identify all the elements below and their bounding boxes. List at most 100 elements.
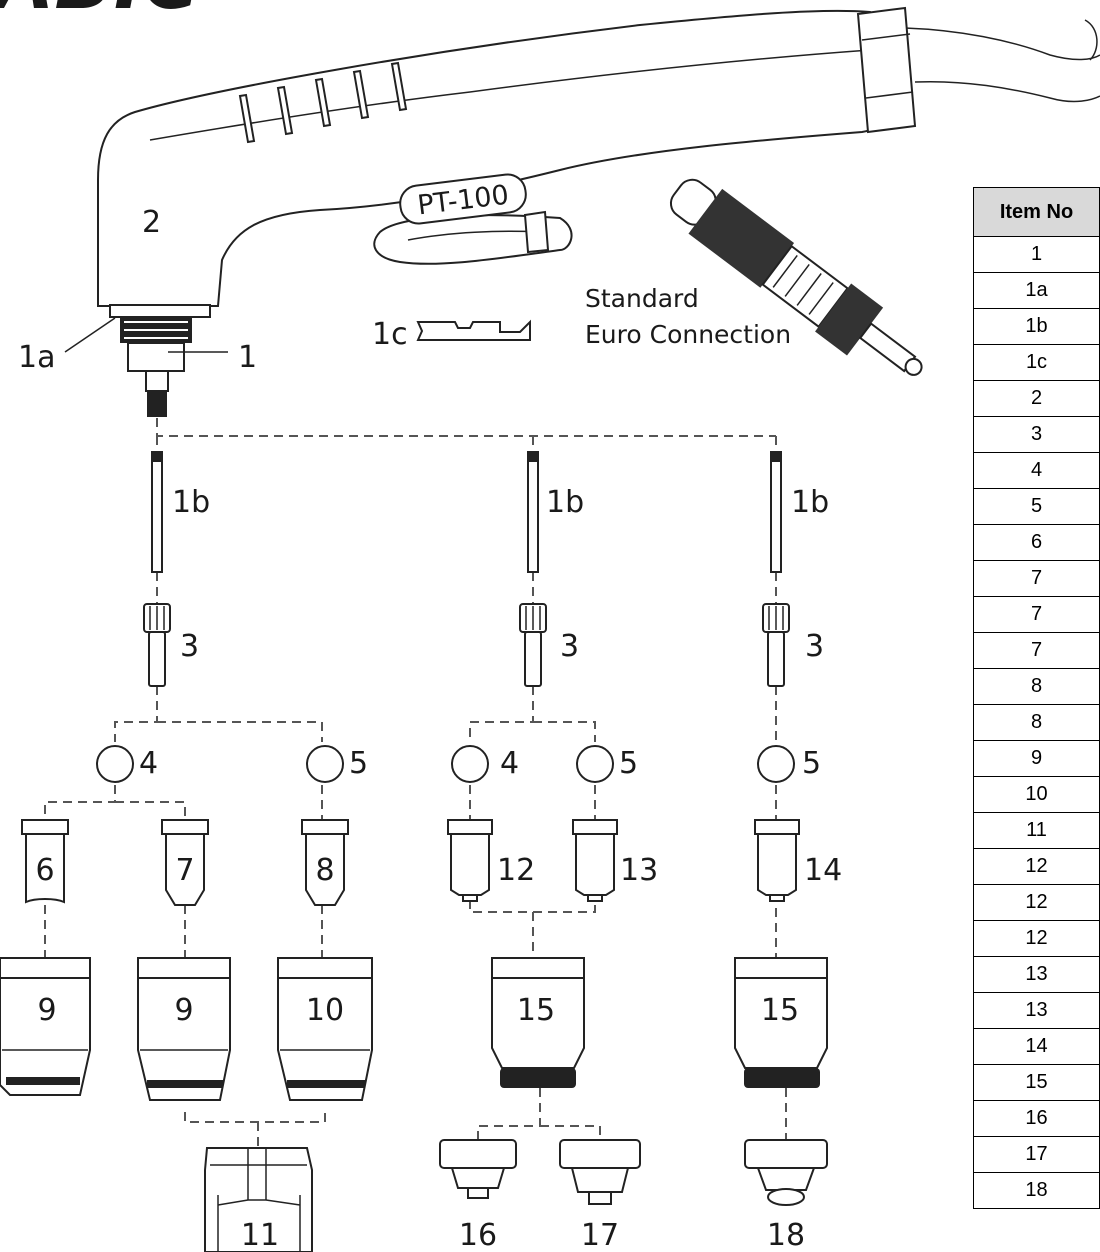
brand-logo-text: ABIC — [0, 0, 200, 27]
tip-6: 6 — [21, 819, 69, 904]
svg-text:1c: 1c — [372, 317, 408, 352]
table-row: 4 — [973, 452, 1100, 489]
svg-text:3: 3 — [805, 629, 824, 664]
table-row: 8 — [973, 668, 1100, 705]
svg-text:17: 17 — [581, 1218, 619, 1252]
svg-text:Euro Connection: Euro Connection — [585, 320, 791, 349]
item-number-cell: 5 — [973, 488, 1100, 525]
svg-text:1b: 1b — [791, 485, 829, 520]
table-row: 9 — [973, 740, 1100, 777]
part-18-deflector: 18 — [744, 1139, 828, 1252]
tips: 6 7 8 12 13 14 — [21, 819, 842, 906]
svg-text:14: 14 — [804, 853, 842, 888]
electrodes: 1b 1b 1b — [151, 451, 829, 573]
item-number-cell: 8 — [973, 668, 1100, 705]
item-number-cell: 17 — [973, 1136, 1100, 1173]
svg-text:9: 9 — [174, 993, 193, 1028]
swirl-ring-3: 3 — [762, 603, 824, 687]
svg-text:3: 3 — [560, 629, 579, 664]
o-ring-5: 5 — [576, 745, 638, 783]
o-ring-4: 4 — [96, 745, 158, 783]
part-16-deflector: 16 — [439, 1139, 517, 1252]
table-row: 12 — [973, 884, 1100, 921]
item-number-cell: 1a — [973, 272, 1100, 309]
item-number-cell: 2 — [973, 380, 1100, 417]
table-row: 1b — [973, 308, 1100, 345]
o-ring-5: 5 — [757, 745, 821, 783]
table-row: 1 — [973, 236, 1100, 273]
table-row: 7 — [973, 632, 1100, 669]
svg-text:5: 5 — [349, 746, 368, 781]
svg-text:10: 10 — [306, 993, 344, 1028]
svg-text:5: 5 — [619, 746, 638, 781]
svg-text:8: 8 — [315, 853, 334, 888]
swirl-ring-3: 3 — [519, 603, 579, 687]
table-row: 14 — [973, 1028, 1100, 1065]
item-number-cell: 12 — [973, 884, 1100, 921]
tip-14: 14 — [754, 819, 842, 902]
table-row: 13 — [973, 956, 1100, 993]
svg-text:4: 4 — [139, 746, 158, 781]
table-row: 3 — [973, 416, 1100, 453]
svg-text:1b: 1b — [546, 485, 584, 520]
item-number-cell: 7 — [973, 560, 1100, 597]
item-number-cell: 12 — [973, 848, 1100, 885]
svg-text:15: 15 — [761, 993, 799, 1028]
item-number-cell: 11 — [973, 812, 1100, 849]
label-1: 1 — [238, 340, 257, 375]
cup-15: 15 — [734, 957, 828, 1088]
item-number-cell: 4 — [973, 452, 1100, 489]
electrode-1b: 1b — [527, 451, 584, 573]
table-row: 1a — [973, 272, 1100, 309]
svg-text:9: 9 — [37, 993, 56, 1028]
item-number-cell: 1c — [973, 344, 1100, 381]
table-row: 18 — [973, 1172, 1100, 1209]
part-1c-tool: 1c — [372, 317, 531, 352]
item-number-cell: 18 — [973, 1172, 1100, 1209]
bottom-parts: 11 16 17 18 — [204, 1139, 828, 1252]
cup-15: 15 — [491, 957, 585, 1088]
table-header: Item No — [973, 187, 1100, 237]
model-badge: PT-100 — [399, 173, 527, 225]
svg-text:16: 16 — [459, 1218, 497, 1252]
item-number-cell: 7 — [973, 632, 1100, 669]
table-row: 1c — [973, 344, 1100, 381]
tip-13: 13 — [572, 819, 658, 902]
svg-text:7: 7 — [175, 853, 194, 888]
svg-text:5: 5 — [802, 746, 821, 781]
item-number-cell: 13 — [973, 956, 1100, 993]
item-number-cell: 15 — [973, 1064, 1100, 1101]
part-1-head — [127, 342, 185, 372]
item-number-cell: 6 — [973, 524, 1100, 561]
item-number-cell: 16 — [973, 1100, 1100, 1137]
table-row: 17 — [973, 1136, 1100, 1173]
table-row: 6 — [973, 524, 1100, 561]
item-number-cell: 1b — [973, 308, 1100, 345]
table-row: 12 — [973, 848, 1100, 885]
part-17-deflector: 17 — [559, 1139, 641, 1252]
o-rings: 4 5 4 5 5 — [96, 745, 821, 783]
swirl-rings: 3 3 3 — [143, 603, 824, 687]
cup-9: 9 — [137, 957, 231, 1101]
electrode-1b: 1b — [770, 451, 829, 573]
item-number-cell: 1 — [973, 236, 1100, 273]
table-row: 7 — [973, 596, 1100, 633]
table-row: 5 — [973, 488, 1100, 525]
euro-connector: Standard Euro Connection — [585, 178, 923, 376]
svg-text:3: 3 — [180, 629, 199, 664]
item-number-cell: 9 — [973, 740, 1100, 777]
tip-8: 8 — [301, 819, 349, 906]
item-number-cell: 12 — [973, 920, 1100, 957]
cup-9: 9 — [0, 957, 91, 1096]
cup-10: 10 — [277, 957, 373, 1101]
item-number-cell: 14 — [973, 1028, 1100, 1065]
table-row: 8 — [973, 704, 1100, 741]
svg-text:13: 13 — [620, 853, 658, 888]
table-row: 10 — [973, 776, 1100, 813]
o-ring-5: 5 — [306, 745, 368, 783]
table-row: 15 — [973, 1064, 1100, 1101]
electrode-1b: 1b — [151, 451, 210, 573]
item-number-cell: 13 — [973, 992, 1100, 1029]
